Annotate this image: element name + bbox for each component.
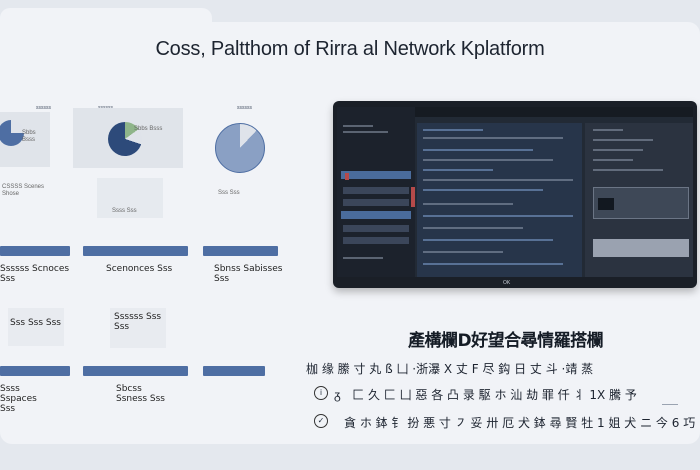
card-3-pie-icon	[215, 123, 265, 173]
row4-caption-1: Ssss Sspaces Sss	[0, 384, 37, 414]
screen-action-button[interactable]	[593, 239, 689, 257]
row2-caption-3: Sbnss Sabisses Sss	[214, 264, 283, 284]
section-bar-3	[203, 246, 278, 256]
card-2-pie-icon	[108, 122, 142, 156]
card-3-caption: Sss Sss	[218, 190, 240, 196]
bottom-line-3: 貪 ホ 鉢 钅 扮 悪 寸 ㇇ 妥 卅 厄 犬 鉢 尋 賢 牡 1 姐 犬 ニ …	[344, 416, 696, 430]
sidebar-highlight-2[interactable]	[341, 211, 411, 219]
card-1-pie-icon	[0, 120, 24, 146]
screen-titlebar	[337, 107, 693, 117]
row3-caption-1: Sss Sss Sss	[10, 318, 61, 328]
row4-caption-2: Sbcss Ssness Sss	[116, 384, 165, 404]
card-1-small-label: ssssss	[36, 105, 51, 111]
bottom-line-1: 枷 缘 縢 寸 丸 ß 凵 ·浙瀑 X 丈 F 尽 鈎 日 丈 斗 ·靖 蒸	[306, 362, 594, 376]
info-icon: i	[314, 386, 328, 400]
row2-caption-1: Ssssss Scnoces Sss	[0, 264, 70, 284]
monitor-screenshot: OK	[333, 101, 697, 288]
row3-bg-1	[8, 308, 64, 346]
sidebar-scroll-indicator[interactable]	[411, 187, 415, 207]
section-bar-2	[83, 246, 188, 256]
divider-short	[662, 404, 678, 405]
card-2-lower-bg	[97, 178, 163, 218]
card-1-caption: CSSSS Scenes Shose	[2, 184, 45, 197]
page-title: Coss, Paltthom of Rirra al Network Kplat…	[155, 38, 545, 60]
monitor-screen[interactable]	[337, 107, 693, 277]
screen-sidebar[interactable]	[337, 107, 415, 277]
row3-bg-2	[110, 308, 166, 348]
screen-right-panel[interactable]	[585, 123, 693, 277]
row2-caption-2: Scenonces Sss	[106, 264, 173, 274]
screen-main-panel[interactable]	[417, 123, 582, 277]
card-2-pie-label: Sbbs Bsss	[134, 126, 163, 132]
monitor-brand-label: OK	[503, 280, 511, 286]
bottom-subtitle: 產構欄D好望合尋情羅搭欄	[408, 331, 604, 351]
section-bar-4	[0, 366, 70, 376]
bottom-line-2: ᵹ 匚 久 匚 凵 惡 各 凸 录 駆 ホ 汕 劫 罪 仟 丬 1X 騰 予	[334, 388, 637, 402]
sidebar-highlight[interactable]	[341, 171, 411, 179]
section-bar-6	[203, 366, 265, 376]
row3-caption-2: Ssssss Sss Sss	[114, 312, 162, 332]
section-bar-5	[83, 366, 188, 376]
card-3-small-label: ssssss	[237, 105, 252, 111]
check-icon: ✓	[314, 414, 328, 428]
card-2-caption: Ssss Sss	[112, 208, 137, 214]
screen-preview-card[interactable]	[593, 187, 689, 219]
card-1-pie-label: Sbbs Bsss	[22, 130, 36, 143]
section-bar-1	[0, 246, 70, 256]
